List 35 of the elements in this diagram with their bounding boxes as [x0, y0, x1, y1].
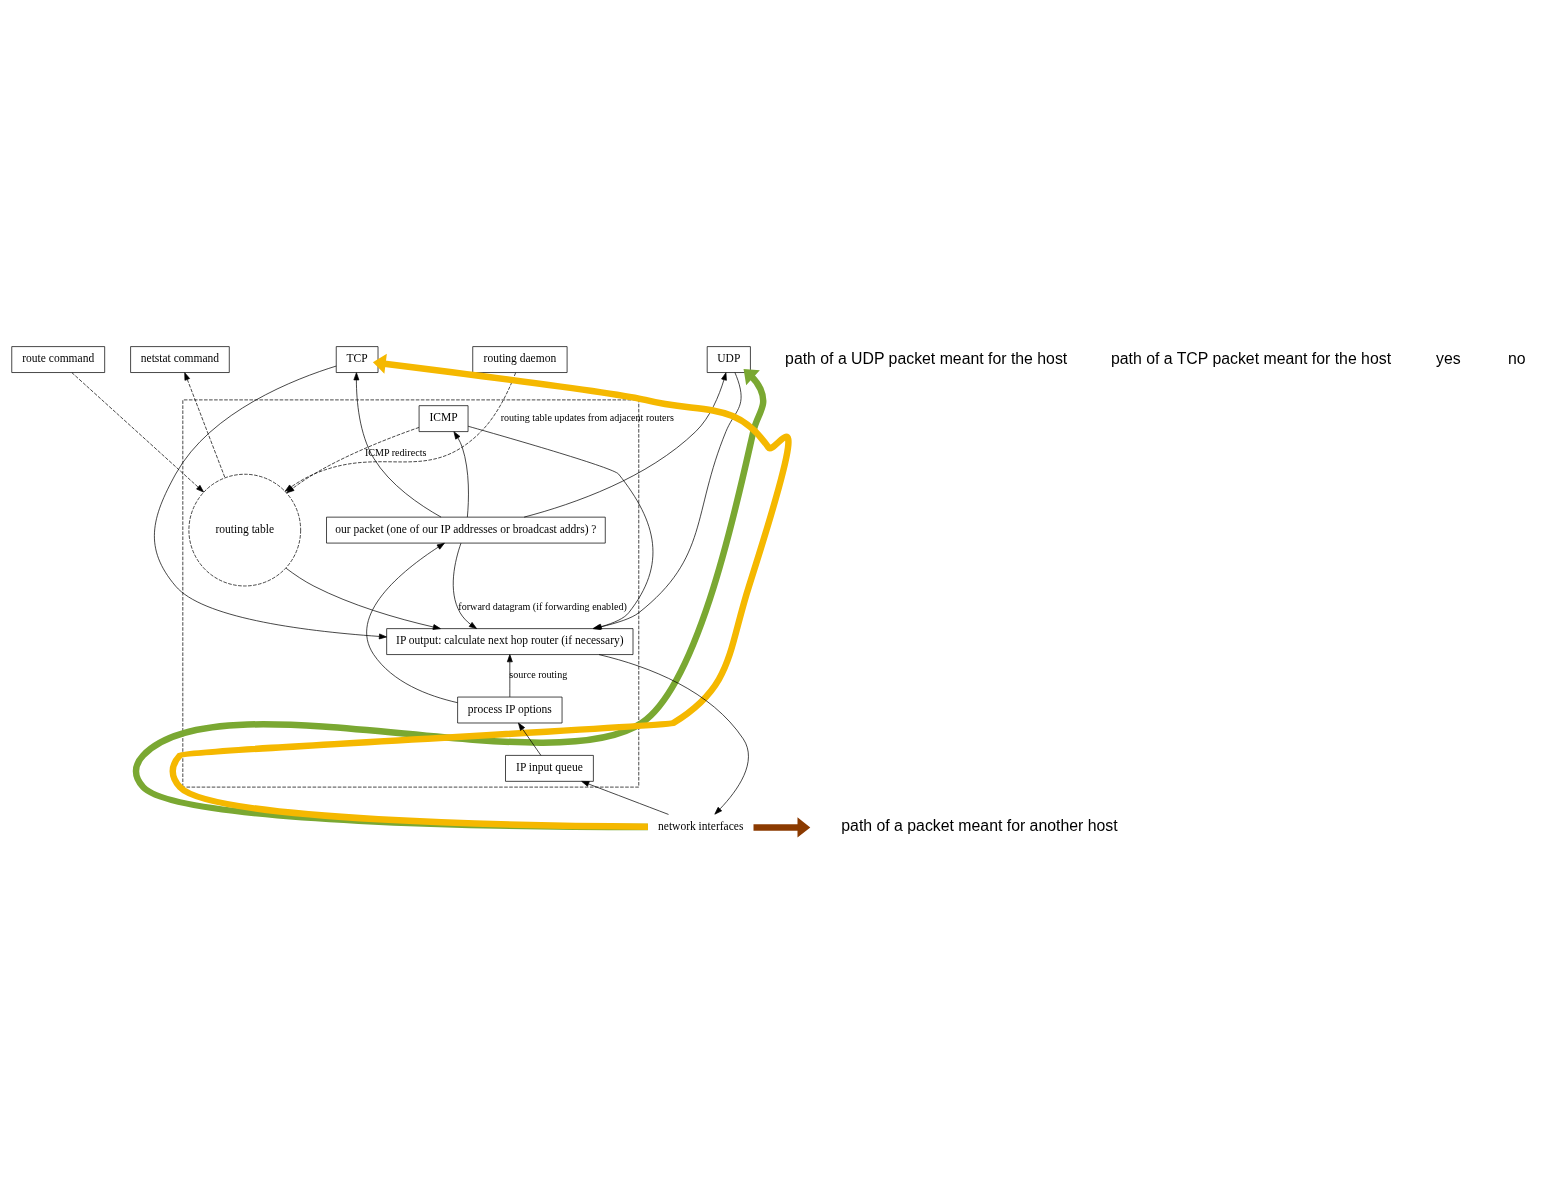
node-box: netstat command: [130, 346, 230, 373]
arrow: [518, 722, 542, 756]
arrow: [71, 372, 204, 493]
node-box: IP output: calculate next hop router (if necessary): [386, 628, 634, 655]
node-box: TCP: [335, 346, 379, 373]
label: path of a packet meant for another host: [841, 817, 1118, 835]
arrow: [285, 567, 441, 630]
arrow: [453, 431, 469, 518]
arrow: [506, 654, 513, 698]
node-box: ICMP: [418, 405, 469, 432]
edge-label: source routing: [509, 669, 568, 681]
label: yes: [1436, 349, 1461, 367]
node-box: IP input queue: [505, 755, 594, 782]
edge-label: routing table updates from adjacent routers: [500, 412, 674, 424]
arrow: [353, 372, 442, 518]
node-box: routing daemon: [472, 346, 568, 373]
arrow: [154, 365, 387, 640]
node-circle: routing table: [188, 473, 301, 587]
node-box: route command: [11, 346, 106, 373]
node-box: process IP options: [457, 696, 563, 724]
edge-label: ICMP redirects: [364, 446, 427, 458]
label: path of a UDP packet meant for the host: [785, 349, 1068, 367]
node-text: network interfaces: [658, 820, 744, 833]
node-box: UDP: [706, 346, 751, 373]
arrow: [452, 542, 477, 629]
arrow: [598, 654, 749, 815]
arrow: [184, 372, 226, 479]
label: no: [1507, 349, 1526, 367]
edge-label: forward datagram (if forwarding enabled): [458, 601, 627, 613]
arrow: [581, 781, 669, 815]
label: path of a TCP packet meant for the host: [1110, 349, 1392, 367]
arrow: [366, 542, 458, 704]
arrow: [753, 817, 811, 838]
node-box: our packet (one of our IP addresses or broadcast addrs) ?: [326, 516, 606, 544]
arrow: [523, 372, 727, 518]
